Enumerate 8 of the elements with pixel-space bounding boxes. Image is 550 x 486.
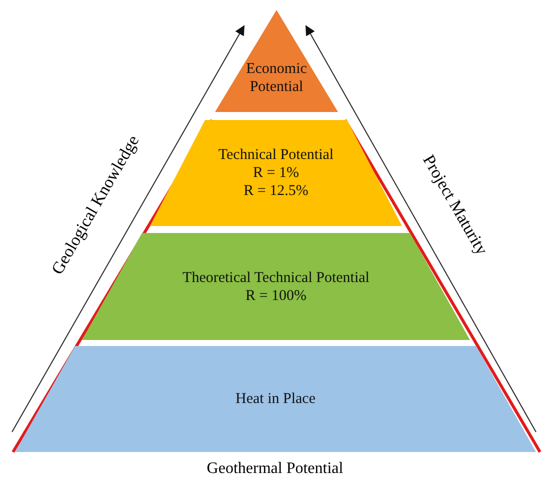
tier-label: Technical Potential	[218, 146, 334, 164]
tier-label: Heat in Place	[236, 390, 316, 408]
caption: Geothermal Potential	[206, 460, 344, 478]
tier-label: R = 1%	[253, 164, 299, 182]
tier-label: R = 12.5%	[244, 182, 308, 200]
tier-label: Theoretical Technical Potential	[182, 268, 370, 286]
tier-label: R = 100%	[246, 286, 306, 304]
tier-label: Economic Potential	[245, 60, 308, 96]
